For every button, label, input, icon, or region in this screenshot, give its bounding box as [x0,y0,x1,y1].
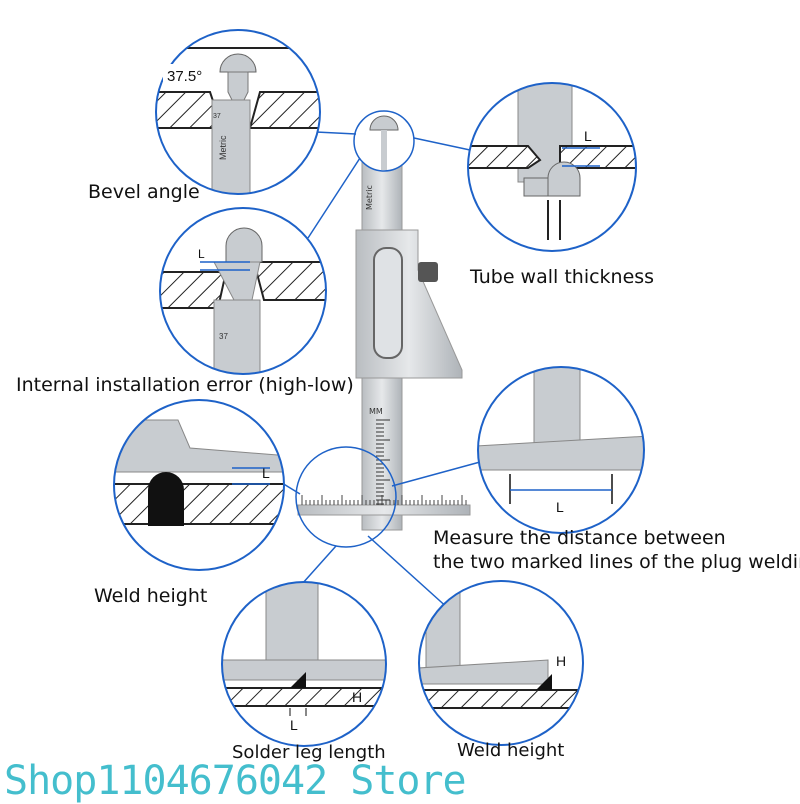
solder-leg-symbol: L [290,717,298,733]
gauge-thumb-screw [418,262,438,282]
label-plug-line-1: Measure the distance between [433,527,726,550]
small-callout-top [354,111,414,172]
weld-height-right-symbol: H [556,653,566,669]
inset-fraction-2: 37 [219,332,228,341]
inset-fraction: 37 [213,113,221,120]
label-weld-height-right: Weld height [457,740,564,762]
label-bevel-angle: Bevel angle [88,181,200,204]
gauge-slider-body [356,230,462,378]
internal-error-symbol: L [198,247,205,261]
bevel-angle-value: 37.5° [167,68,202,85]
gauge-metric-label: Metric [365,185,374,210]
plug-distance-symbol: L [556,499,564,515]
weld-height-left-symbol: L [262,465,270,481]
solder-height-symbol: H [352,689,362,705]
inset-bevel-angle: Metric 37 37.5° [150,28,330,200]
inset-metric: Metric [218,135,228,160]
gauge-foot [298,505,470,515]
inset-internal-error: L 37 [158,206,330,380]
store-watermark: Shop1104676042 Store [4,758,466,804]
inset-solder-leg: L H [222,580,388,748]
inset-weld-height-right: H [418,580,584,748]
label-weld-height-left: Weld height [94,585,207,608]
label-tube-wall-thickness: Tube wall thickness [470,266,654,289]
label-internal-installation-error: Internal installation error (high-low) [16,374,354,397]
inset-tube-wall: L [466,82,640,252]
gauge-mm-label: MM [369,407,383,416]
tube-wall-symbol: L [584,128,592,144]
label-plug-line-2: the two marked lines of the plug welding [433,551,800,574]
inset-weld-height-left: L [112,398,290,574]
inset-plug-welding: L [476,366,650,536]
gauge-window [374,248,402,358]
